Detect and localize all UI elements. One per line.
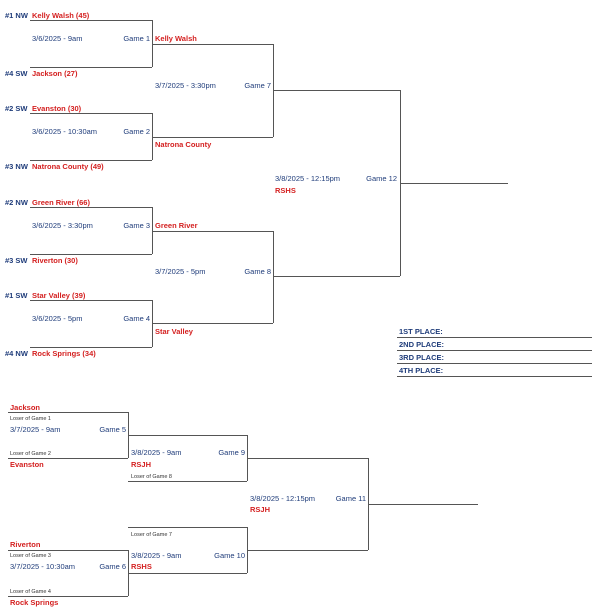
team-name: Kelly Walsh (45) xyxy=(32,11,90,20)
note: Loser of Game 7 xyxy=(131,532,172,538)
team-name: Jackson (27) xyxy=(32,69,78,78)
team-name: Rock Springs (34) xyxy=(32,349,96,358)
game-label: Game 9 xyxy=(218,448,245,457)
game-label: Game 11 xyxy=(335,494,366,503)
note: Loser of Game 8 xyxy=(131,474,172,480)
team-name: Evanston (30) xyxy=(32,104,82,113)
team-name: Rock Springs xyxy=(10,598,59,607)
game-date: 3/6/2025 - 10:30am xyxy=(32,127,98,136)
game-label: Game 2 xyxy=(123,127,150,136)
team-name: Riverton (30) xyxy=(32,256,78,265)
game-date: 3/7/2025 - 5pm xyxy=(155,267,206,276)
game-date: 3/7/2025 - 10:30am xyxy=(10,562,76,571)
seed: #2 SW xyxy=(5,104,28,113)
game-label: Game 8 xyxy=(244,267,271,276)
venue: RSJH xyxy=(250,505,271,514)
team-name: Star Valley (39) xyxy=(32,291,86,300)
place-label: 4TH PLACE: xyxy=(399,366,444,375)
game-date: 3/6/2025 - 5pm xyxy=(32,314,83,323)
game-date: 3/7/2025 - 9am xyxy=(10,425,61,434)
game-label: Game 1 xyxy=(123,34,150,43)
seed: #4 SW xyxy=(5,69,28,78)
place-label: 2ND PLACE: xyxy=(399,340,445,349)
note: Loser of Game 1 xyxy=(10,416,51,422)
venue: RSHS xyxy=(131,562,152,571)
game-label: Game 6 xyxy=(99,562,126,571)
seed: #1 SW xyxy=(5,291,28,300)
game-date: 3/8/2025 - 12:15pm xyxy=(250,494,316,503)
place-label: 3RD PLACE: xyxy=(399,353,445,362)
game-date: 3/8/2025 - 12:15pm xyxy=(275,174,341,183)
team-name: Natrona County (49) xyxy=(32,162,104,171)
game-date: 3/6/2025 - 3:30pm xyxy=(32,221,93,230)
team-name: Riverton xyxy=(10,540,41,549)
winner-name: Star Valley xyxy=(155,327,193,336)
seed: #3 SW xyxy=(5,256,28,265)
game-label: Game 5 xyxy=(99,425,126,434)
game-date: 3/8/2025 - 9am xyxy=(131,551,182,560)
note: Loser of Game 3 xyxy=(10,553,51,559)
seed: #1 NW xyxy=(5,11,28,20)
game-date: 3/7/2025 - 3:30pm xyxy=(155,81,216,90)
venue: RSJH xyxy=(131,460,152,469)
game-date: 3/6/2025 - 9am xyxy=(32,34,83,43)
game-label: Game 12 xyxy=(366,174,397,183)
note: Loser of Game 4 xyxy=(10,589,51,595)
game-label: Game 3 xyxy=(123,221,150,230)
seed: #3 NW xyxy=(5,162,28,171)
team-name: Evanston xyxy=(10,460,44,469)
seed: #4 NW xyxy=(5,349,28,358)
team-name: Jackson xyxy=(10,403,41,412)
game-label: Game 10 xyxy=(214,551,245,560)
game-label: Game 7 xyxy=(244,81,271,90)
team-name: Green River (66) xyxy=(32,198,90,207)
place-label: 1ST PLACE: xyxy=(399,327,443,336)
winner-name: Kelly Walsh xyxy=(155,34,197,43)
winner-name: Natrona County xyxy=(155,140,212,149)
note: Loser of Game 2 xyxy=(10,451,51,457)
winner-name: Green River xyxy=(155,221,198,230)
venue: RSHS xyxy=(275,186,296,195)
game-label: Game 4 xyxy=(123,314,150,323)
game-date: 3/8/2025 - 9am xyxy=(131,448,182,457)
seed: #2 NW xyxy=(5,198,28,207)
